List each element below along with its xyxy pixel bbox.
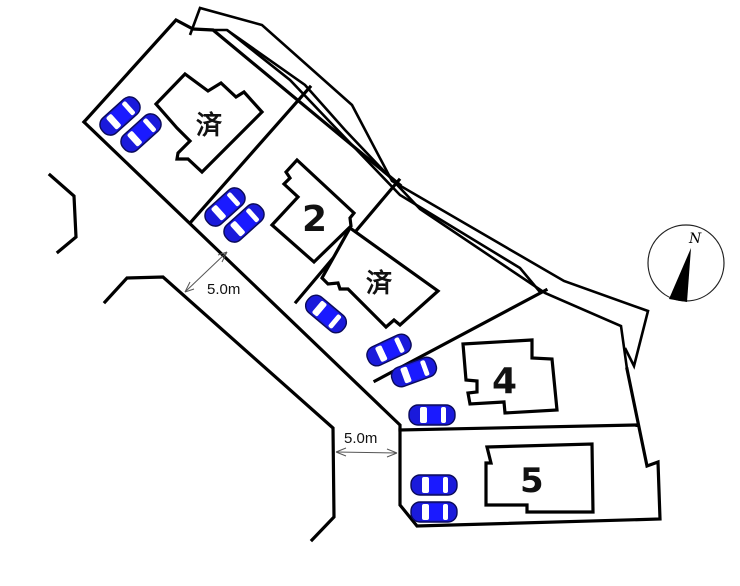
lot-5-number: 5 [520,461,544,501]
north-arrow-icon [669,248,691,302]
lot-1-sold-label: 済 [196,110,223,141]
road-width-dimension-upper: 5.0m [184,251,240,298]
lot-divider-4-5 [398,423,638,432]
parking-car-lot3-a [301,290,351,338]
building-lot-4 [461,338,559,415]
building-lot-1 [153,71,265,175]
road-width-label-upper: 5.0m [207,281,240,298]
lot-4-number: 4 [492,361,517,402]
building-lot-5 [484,442,595,514]
road-edge-west [102,275,336,543]
road-width-label-lower: 5.0m [344,430,377,447]
north-compass: N [647,224,725,302]
lot-3-sold-label: 済 [366,268,393,299]
neighbor-boundary-left [47,172,78,255]
parking-car-lot5-a [410,474,458,496]
compass-north-label: N [688,231,702,247]
building-lot-3 [320,225,441,330]
parking-car-lot5-b [410,501,458,523]
lot-2-number: 2 [302,199,327,240]
channel-outer [188,6,650,370]
parking-car-lot4-b [408,404,456,426]
road-width-dimension-lower: 5.0m [335,430,398,458]
boundary-road-frontage [81,119,662,528]
building-lot-2 [269,157,357,265]
channel-inner-2 [226,28,541,293]
lot-divider-1-2 [187,84,313,226]
